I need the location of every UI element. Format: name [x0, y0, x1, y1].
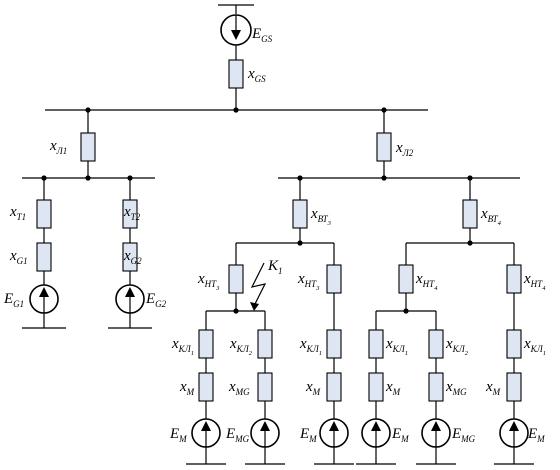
resistor-xl1: [80, 132, 96, 162]
label-xht4-a: xНТ4: [415, 271, 438, 292]
label-xbt4: xВТ4: [480, 206, 502, 227]
generator-branch-1: [22, 178, 66, 329]
label-xg2: xG2: [123, 248, 142, 266]
label-xkl-6: xКЛ1: [523, 336, 546, 357]
resistor-xgs: [228, 59, 244, 89]
label-xgs: xGS: [247, 66, 266, 84]
label-xg1: xG1: [9, 248, 28, 266]
label-xm-1: xM: [179, 379, 195, 397]
resistor-xm-5: [428, 372, 444, 402]
resistor-xm-6: [506, 372, 522, 402]
resistor-xbt4: [462, 199, 478, 229]
resistor-xht4-a: [398, 264, 414, 294]
motor-source-2: [250, 418, 280, 448]
label-xl2: xЛ2: [395, 140, 414, 158]
source-egs: [218, 4, 254, 60]
resistor-xm-4: [368, 372, 384, 402]
label-xht4-b: xНТ4: [523, 271, 546, 292]
label-xht3-b: xНТ3: [297, 271, 320, 292]
label-eg1: EG1: [3, 291, 24, 309]
resistor-xm-3: [326, 372, 342, 402]
resistor-xkl-6: [506, 329, 522, 359]
label-xkl-2: xКЛ2: [229, 336, 253, 357]
label-xm-4: xM: [385, 379, 401, 397]
fault-k1-marker: [250, 262, 267, 311]
label-xkl-3: xКЛ1: [299, 336, 322, 357]
label-em-6: EM: [527, 426, 545, 444]
label-em-4: EM: [391, 426, 409, 444]
motor-source-3: [319, 418, 349, 448]
label-eg2: EG2: [145, 291, 167, 309]
label-xkl-4: xКЛ1: [385, 336, 408, 357]
resistor-xkl-4: [368, 329, 384, 359]
resistor-xkl-3: [326, 329, 342, 359]
label-egs: EGS: [251, 26, 273, 44]
resistor-xht3-a: [228, 264, 244, 294]
resistor-xm-2: [257, 372, 273, 402]
label-xbt3: xВТ3: [310, 206, 332, 227]
motor-source-5: [421, 418, 451, 448]
label-xt1: xT1: [9, 204, 26, 222]
label-xm-2: xMG: [228, 379, 250, 397]
label-xl1: xЛ1: [49, 138, 67, 156]
motor-source-4: [361, 418, 391, 448]
label-xkl-1: xКЛ1: [171, 336, 194, 357]
motor-source-1: [191, 418, 221, 448]
resistor-xht3-b: [326, 264, 342, 294]
label-xm-3: xM: [305, 379, 321, 397]
resistor-xkl-1: [198, 329, 214, 359]
generator-branch-2: [108, 178, 152, 329]
label-xht3-a: xНТ3: [197, 271, 220, 292]
resistor-xkl-2: [257, 329, 273, 359]
label-emg-5: EMG: [451, 426, 476, 444]
label-k1: K1: [267, 258, 283, 276]
label-xt2: xT2: [123, 204, 141, 222]
label-xkl-5: xКЛ2: [445, 336, 469, 357]
resistor-xl2: [376, 132, 392, 162]
resistor-xht4-b: [506, 264, 522, 294]
motor-source-6: [499, 418, 529, 448]
label-xm-6: xM: [485, 379, 501, 397]
label-em-1: EM: [169, 426, 187, 444]
label-xm-5: xMG: [445, 379, 467, 397]
resistor-xbt3: [292, 199, 308, 229]
resistor-xm-1: [198, 372, 214, 402]
label-emg-2: EMG: [225, 426, 250, 444]
resistor-xkl-5: [428, 329, 444, 359]
label-em-3: EM: [299, 426, 317, 444]
